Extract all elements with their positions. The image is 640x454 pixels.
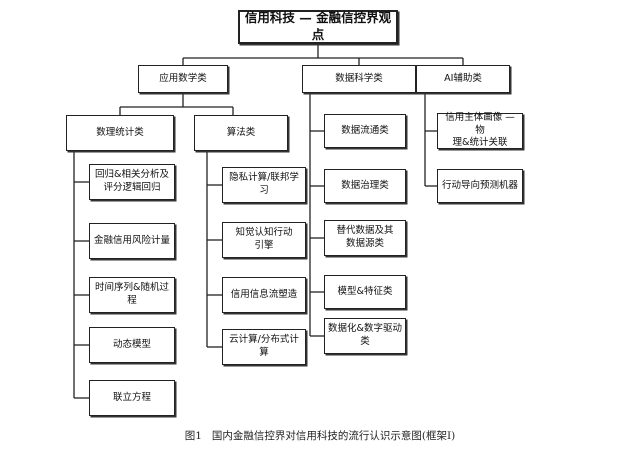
ai-item-entity-profile-line1: 信用主体画像 — 物	[445, 111, 515, 136]
subcategory-statistics-label: 数理统计类	[96, 126, 144, 138]
algo-item-perception-engine: 知觉认知行动 引擎	[222, 222, 306, 258]
stats-item-time-series-label: 时间序列&随机过程	[95, 282, 169, 306]
figure-caption-number: 图1	[184, 430, 202, 442]
ds-item-data-governance: 数据治理类	[324, 169, 406, 203]
ai-item-prediction-machine-label: 行动导向预测机器	[441, 179, 518, 191]
ai-item-prediction-machine: 行动导向预测机器	[437, 169, 523, 203]
ds-item-digital-driven: 数据化&数字驱动 类	[324, 318, 406, 354]
ds-item-alternative-data: 替代数据及其 数据源类	[324, 220, 406, 256]
algo-item-privacy-computing: 隐私计算/联邦学习	[222, 167, 306, 203]
root-node-label: 信用科技 — 金融信控界观点	[244, 10, 392, 42]
ds-item-digital-driven-line1: 数据化&数字驱动	[328, 323, 402, 335]
algo-item-cloud-computing: 云计算/分布式计算	[222, 329, 306, 365]
algo-item-perception-engine-line2: 引擎	[254, 240, 274, 251]
ds-item-model-feature: 模型&特征类	[324, 275, 406, 309]
category-ai: AI辅助类	[416, 65, 510, 93]
root-node: 信用科技 — 金融信控界观点	[238, 10, 398, 44]
category-applied-math: 应用数学类	[138, 65, 228, 93]
stats-item-regression-line1: 回归&相关分析及	[95, 169, 169, 181]
ds-item-alternative-data-line2: 数据源类	[345, 238, 384, 249]
ds-item-model-feature-label: 模型&特征类	[337, 285, 393, 297]
ai-item-entity-profile-line2: 理&统计关联	[452, 137, 508, 149]
ds-item-alternative-data-line1: 替代数据及其	[336, 225, 394, 237]
algo-item-privacy-computing-label: 隐私计算/联邦学习	[229, 172, 299, 196]
ai-item-entity-profile: 信用主体画像 — 物 理&统计关联	[437, 111, 523, 149]
ds-item-data-governance-label: 数据治理类	[341, 179, 389, 191]
ds-item-data-circulation-label: 数据流通类	[341, 124, 389, 136]
stats-item-regression-line2: 评分逻辑回归	[103, 182, 161, 193]
stats-item-simultaneous-equations: 联立方程	[89, 380, 175, 416]
stats-item-time-series: 时间序列&随机过程	[89, 277, 175, 313]
algo-item-info-flow-label: 信用信息流塑造	[230, 288, 298, 300]
stats-item-dynamic-model: 动态模型	[89, 327, 175, 363]
stats-item-dynamic-model-label: 动态模型	[112, 338, 151, 350]
category-applied-math-label: 应用数学类	[159, 72, 207, 84]
stats-item-credit-risk: 金融信用风险计量	[89, 223, 175, 259]
stats-item-simultaneous-equations-label: 联立方程	[112, 391, 151, 403]
subcategory-algorithms-label: 算法类	[226, 126, 256, 138]
category-ai-label: AI辅助类	[444, 72, 482, 84]
ds-item-digital-driven-line2: 类	[360, 336, 370, 347]
algo-item-info-flow: 信用信息流塑造	[222, 277, 306, 313]
algo-item-cloud-computing-label: 云计算/分布式计算	[229, 334, 299, 358]
category-data-science-label: 数据科学类	[335, 72, 383, 84]
subcategory-algorithms: 算法类	[194, 115, 288, 151]
category-data-science: 数据科学类	[302, 65, 416, 93]
figure-caption-text: 国内金融信控界对信用科技的流行认识示意图(框架Ⅰ)	[211, 430, 456, 442]
stats-item-credit-risk-label: 金融信用风险计量	[93, 234, 170, 246]
stats-item-regression: 回归&相关分析及 评分逻辑回归	[89, 164, 175, 200]
figure-caption: 图1 国内金融信控界对信用科技的流行认识示意图(框架Ⅰ)	[0, 428, 640, 443]
ds-item-data-circulation: 数据流通类	[324, 114, 406, 148]
algo-item-perception-engine-line1: 知觉认知行动	[235, 227, 293, 239]
subcategory-statistics: 数理统计类	[66, 115, 174, 151]
